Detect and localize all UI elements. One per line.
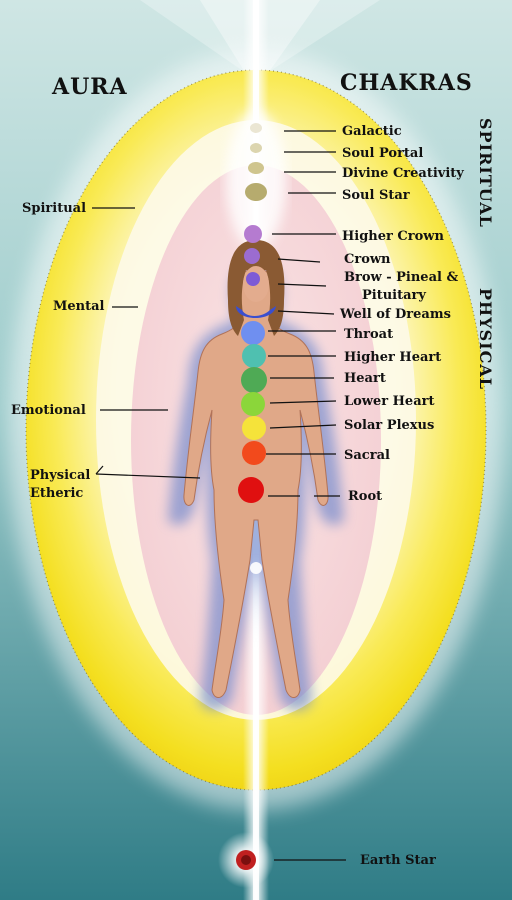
chakra-label-galactic: Galactic	[342, 124, 402, 139]
chakra-brow-mark	[246, 272, 260, 286]
chakra-higher-crown-mark	[244, 225, 262, 243]
chakra-soul-star-mark	[245, 183, 267, 201]
chakra-label-crown: Crown	[344, 252, 391, 267]
chakra-label-heart: Heart	[344, 371, 386, 386]
chakra-soul-portal-mark	[250, 143, 262, 153]
chakra-galactic-mark	[250, 123, 262, 133]
chakra-label-lower-heart: Lower Heart	[344, 394, 435, 409]
aura-label-physical: Physical	[30, 468, 91, 483]
chakra-root-mark	[238, 477, 264, 503]
chakra-column	[236, 123, 276, 503]
chakra-label-higher-heart: Higher Heart	[344, 350, 442, 365]
physical-side-label: PHYSICAL	[476, 288, 495, 391]
chakra-solar-plexus-mark	[242, 416, 266, 440]
aura-heading: AURA	[52, 74, 128, 100]
chakra-higher-heart-mark	[242, 344, 266, 368]
chakra-divine-creativity-mark	[248, 162, 264, 174]
chakra-heart-mark	[241, 367, 267, 393]
chakra-lower-heart-mark	[241, 392, 265, 416]
chakra-well-of-dreams-mark	[236, 306, 276, 318]
chakras-heading: CHAKRAS	[340, 70, 473, 96]
spiritual-cloud	[226, 110, 286, 250]
chakra-label-brow-line2: Pituitary	[362, 288, 426, 303]
chakra-label-brow-line1: Brow - Pineal &	[344, 270, 459, 285]
chakra-label-divine-creativity: Divine Creativity	[342, 166, 464, 181]
chakra-label-soul-star: Soul Star	[342, 188, 410, 203]
leader-lines-left	[92, 207, 201, 479]
chakra-sacral-mark	[242, 441, 266, 465]
aura-label-etheric: Etheric	[30, 486, 84, 501]
aura-label-emotional: Emotional	[11, 403, 86, 418]
chakra-throat-mark	[241, 321, 265, 345]
chakra-label-root: Root	[348, 489, 383, 504]
aura-label-spiritual: Spiritual	[22, 201, 87, 216]
chakra-label-throat: Throat	[344, 327, 394, 342]
beam-pearl	[250, 562, 262, 574]
chakra-label-sacral: Sacral	[344, 448, 390, 463]
chakra-label-earth-star: Earth Star	[360, 853, 436, 868]
chakra-label-higher-crown: Higher Crown	[342, 229, 444, 244]
leader-lines-right	[266, 130, 346, 861]
chakra-label-well-of-dreams: Well of Dreams	[340, 307, 451, 322]
chakra-crown-mark	[244, 248, 260, 264]
chakra-label-soul-portal: Soul Portal	[342, 146, 424, 161]
aura-label-mental: Mental	[53, 299, 105, 314]
spiritual-side-label: SPIRITUAL	[476, 118, 495, 228]
chakra-label-solar-plexus: Solar Plexus	[344, 418, 435, 433]
